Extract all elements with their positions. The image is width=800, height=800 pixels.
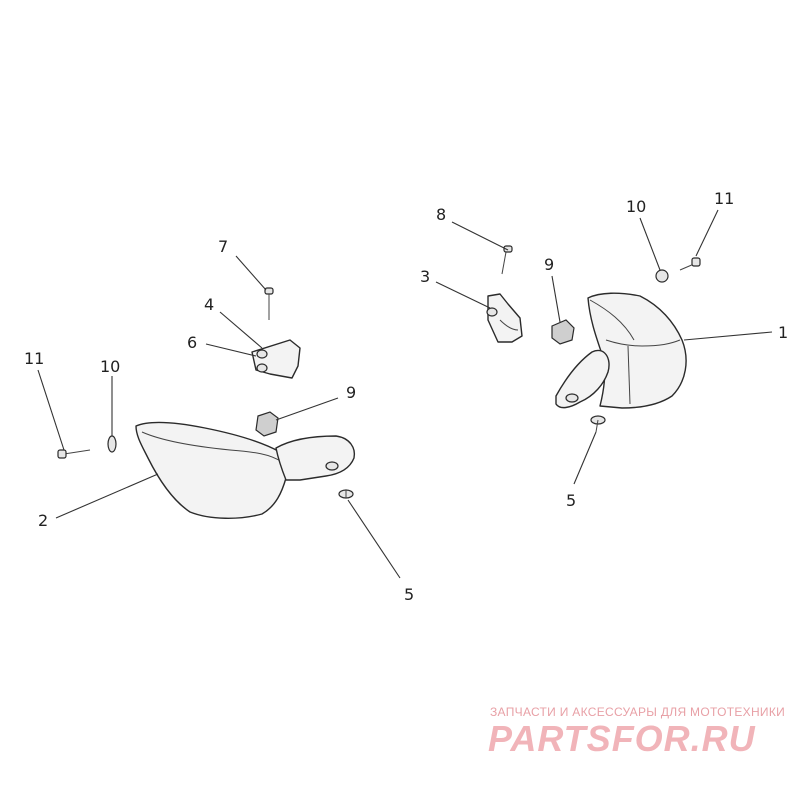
leader-right-3	[435, 281, 491, 309]
callout-right-3: 3	[420, 267, 430, 286]
leader-right-5	[573, 431, 597, 485]
leader-left-5	[347, 499, 401, 579]
watermark-subtitle: ЗАПЧАСТИ И АКСЕССУАРЫ ДЛЯ МОТОТЕХНИКИ	[490, 705, 786, 719]
leader-right-10	[639, 217, 661, 271]
callout-right-11: 11	[714, 189, 734, 208]
callout-left-11: 11	[24, 349, 44, 368]
callout-left-5: 5	[404, 585, 414, 604]
leader-left-4	[219, 311, 263, 349]
left-washer-10	[107, 435, 117, 453]
right-bolt-5	[590, 415, 606, 433]
leader-left-11	[37, 369, 65, 451]
right-clamp-bracket	[486, 293, 523, 343]
callout-left-10: 10	[100, 357, 120, 376]
leader-left-6	[205, 343, 257, 357]
callout-left-7: 7	[218, 237, 228, 256]
right-damper-9	[551, 319, 575, 345]
watermark-logo: PARTSFOR.RU	[488, 718, 756, 759]
leader-left-9	[275, 397, 339, 421]
callout-right-9: 9	[544, 255, 554, 274]
left-screw-7	[264, 287, 274, 320]
callout-left-2: 2	[38, 511, 48, 530]
leader-right-9	[551, 275, 561, 323]
callout-right-1: 1	[778, 323, 788, 342]
right-screw-8	[501, 245, 513, 275]
right-washer-10	[655, 269, 669, 283]
left-bolt-5	[338, 489, 354, 499]
callout-left-6: 6	[187, 333, 197, 352]
leader-right-8	[451, 221, 509, 251]
callout-right-5: 5	[566, 491, 576, 510]
callout-right-10: 10	[626, 197, 646, 216]
leader-left-7	[235, 255, 267, 291]
left-damper-9	[255, 411, 279, 437]
right-hand-guard	[555, 292, 687, 409]
leader-right-11	[695, 209, 719, 257]
left-clamp-bracket	[251, 339, 301, 379]
leader-left-2	[55, 473, 159, 519]
right-bolt-11	[679, 257, 701, 271]
left-hand-guard	[135, 421, 356, 519]
callout-right-8: 8	[436, 205, 446, 224]
leader-right-1	[683, 331, 773, 341]
callout-left-9: 9	[346, 383, 356, 402]
left-long-bolt-11	[57, 449, 91, 459]
callout-left-4: 4	[204, 295, 214, 314]
